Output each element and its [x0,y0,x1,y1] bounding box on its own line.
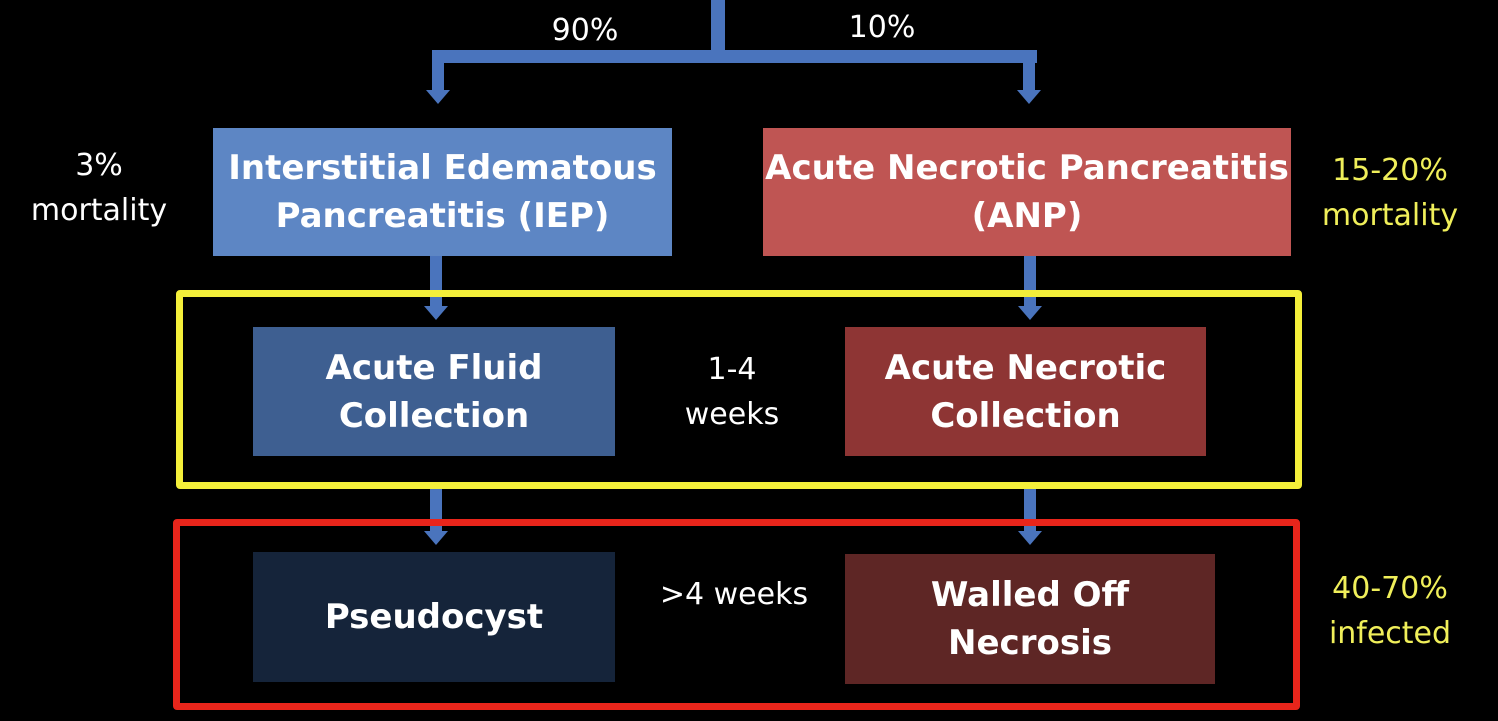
left-arrowhead-3 [424,531,448,545]
iep-line1: Interstitial Edematous [228,148,657,188]
left-drop-connector [432,50,444,95]
trunk-connector [711,0,725,58]
right-drop-connector [1023,50,1035,95]
acute-fluid-collection-box: Acute Fluid Collection [253,327,615,456]
anc-line2: Collection [930,395,1121,436]
won-line1: Walled Off [930,575,1130,615]
branch-connector [432,50,1037,63]
iep-line2: Pancreatitis (IEP) [275,196,610,236]
late-time-label: >4 weeks [659,577,809,612]
pseudocyst-box: Pseudocyst [253,552,615,682]
afc-line2: Collection [338,395,530,436]
branch-right-percent: 10% [848,10,916,45]
anp-mortality: 15-20% mortality [1310,148,1470,238]
afc-line1: Acute Fluid [325,347,543,388]
anp-mortality-label: mortality [1321,198,1459,233]
left-arrowhead-1 [426,90,450,104]
infection-rate: 40-70% infected [1310,566,1470,656]
iep-mortality-label: mortality [30,193,168,228]
won-line2: Necrosis [948,623,1112,663]
early-stage-frame [176,290,1302,489]
early-time-label: 1-4 weeks [662,347,802,437]
anc-line1: Acute Necrotic [884,347,1167,388]
right-arrowhead-1 [1017,90,1041,104]
left-arrowhead-2 [424,306,448,320]
iep-mortality: 3% mortality [20,143,178,233]
walled-off-necrosis-box: Walled Off Necrosis [845,554,1215,684]
anp-box: Acute Necrotic Pancreatitis (ANP) [763,128,1291,256]
late-stage-frame [173,519,1300,710]
anp-line2: (ANP) [971,196,1083,236]
anp-line1: Acute Necrotic Pancreatitis [765,148,1289,188]
right-arrowhead-2 [1018,306,1042,320]
pseudocyst-label: Pseudocyst [324,597,544,637]
right-arrowhead-3 [1018,531,1042,545]
acute-necrotic-collection-box: Acute Necrotic Collection [845,327,1206,456]
early-time-unit: weeks [684,397,780,432]
infection-rate-label: infected [1328,616,1452,651]
iep-mortality-value: 3% [75,148,123,183]
infection-rate-value: 40-70% [1332,571,1448,606]
anp-mortality-value: 15-20% [1332,153,1448,188]
iep-box: Interstitial Edematous Pancreatitis (IEP… [213,128,672,256]
early-time-range: 1-4 [707,352,757,387]
branch-left-percent: 90% [551,13,619,48]
